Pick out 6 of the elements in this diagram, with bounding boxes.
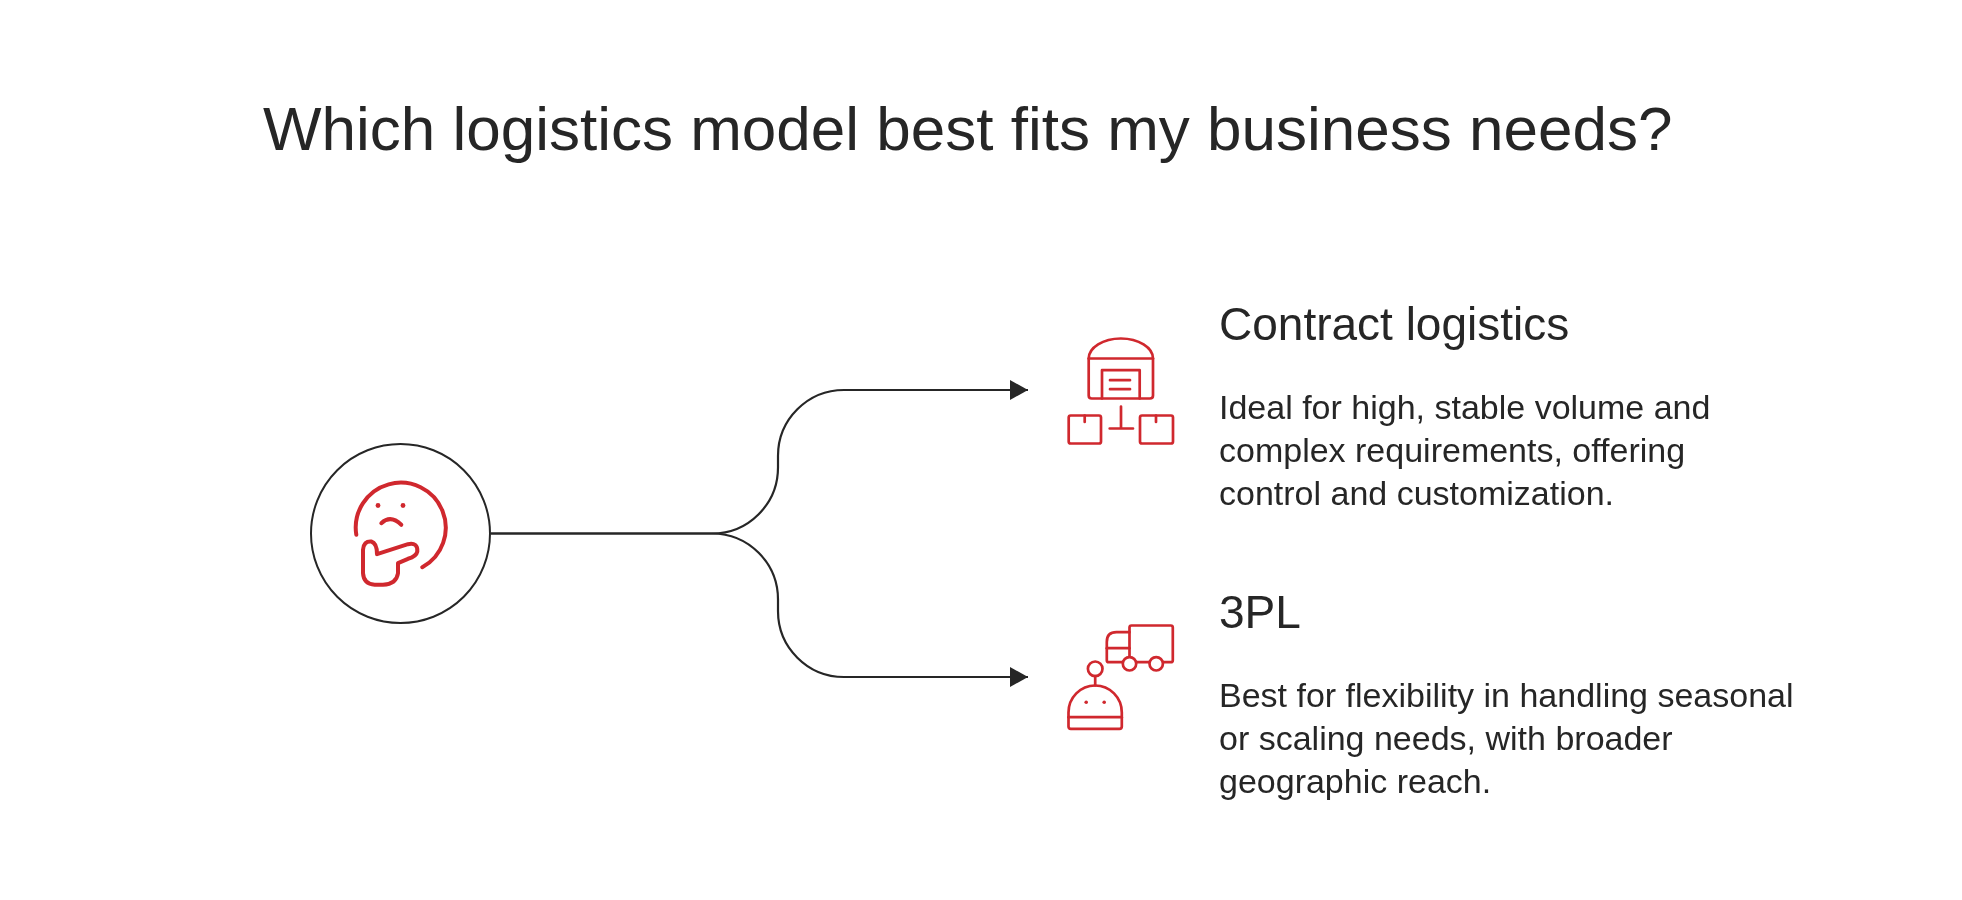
option-description: Best for flexibility in handling seasonal or scaling needs, with broader geographic reach. <box>1219 675 1795 803</box>
diagram-title: Which logistics model best fits my business needs? <box>263 93 1673 165</box>
option-description: Ideal for high, stable volume and complex requirements, offering control and customization. <box>1219 387 1712 515</box>
option-heading: Contract logistics <box>1219 297 1570 352</box>
branch-arrow <box>491 532 1028 687</box>
option-heading: 3PL <box>1219 585 1301 640</box>
